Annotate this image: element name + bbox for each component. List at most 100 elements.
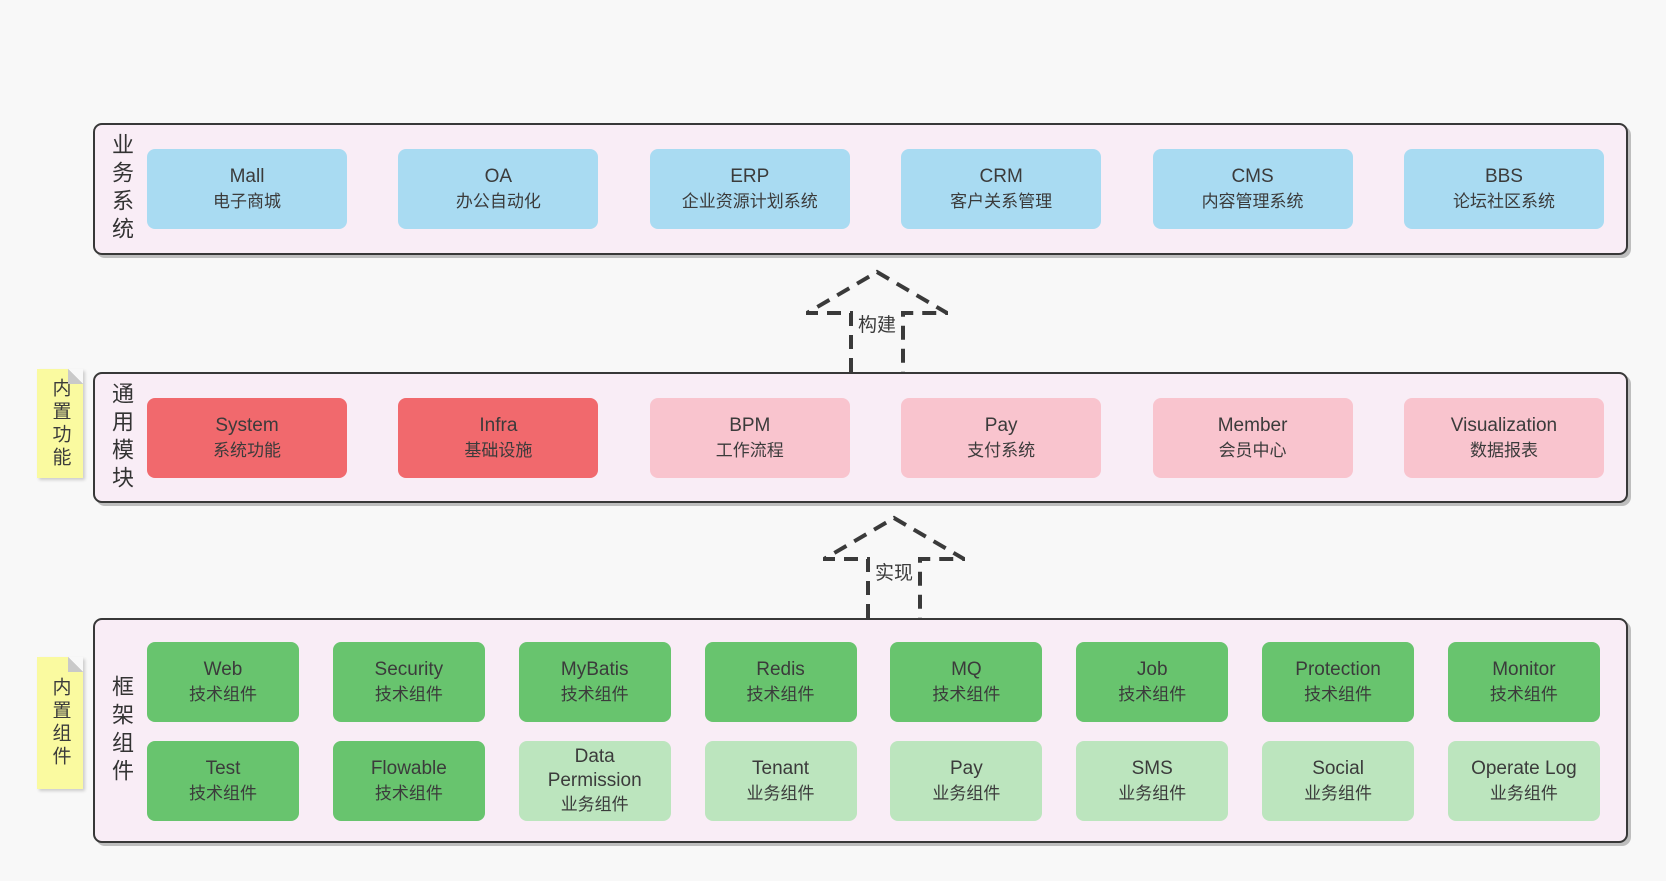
box-mq: MQ 技术组件 bbox=[890, 642, 1043, 722]
box-subtitle: 系统功能 bbox=[213, 440, 281, 460]
up-arrow-dashed-icon bbox=[823, 515, 965, 618]
box-subtitle: 数据报表 bbox=[1469, 440, 1538, 460]
box-title: CRM bbox=[979, 166, 1023, 187]
sticky-note-builtin-components: 内置组件 bbox=[37, 657, 83, 789]
box-subtitle: 论坛社区系统 bbox=[1452, 192, 1555, 211]
box-title: Pay bbox=[984, 414, 1018, 436]
box-pay-module: Pay 支付系统 bbox=[901, 397, 1102, 478]
box-subtitle: 技术组件 bbox=[746, 685, 815, 704]
box-title: MyBatis bbox=[560, 659, 629, 680]
box-title: Pay bbox=[950, 758, 983, 779]
up-arrow-dashed-icon bbox=[806, 269, 948, 372]
sticky-note-builtin-features: 内置功能 bbox=[37, 369, 83, 478]
box-subtitle: 技术组件 bbox=[189, 784, 257, 803]
box-title: Data Permission bbox=[547, 746, 642, 791]
box-subtitle: 客户关系管理 bbox=[950, 192, 1053, 211]
box-title: Web bbox=[203, 659, 243, 680]
box-subtitle: 业务组件 bbox=[1118, 784, 1187, 803]
box-sms: SMS 业务组件 bbox=[1076, 741, 1229, 821]
box-subtitle: 技术组件 bbox=[374, 784, 443, 803]
box-title: ERP bbox=[730, 166, 770, 187]
box-subtitle: 支付系统 bbox=[967, 440, 1036, 460]
box-title: Infra bbox=[479, 414, 518, 436]
box-erp: ERP 企业资源计划系统 bbox=[649, 149, 850, 229]
box-title: Tenant bbox=[752, 758, 810, 779]
box-subtitle: 业务组件 bbox=[1304, 784, 1373, 803]
box-title: Mall bbox=[229, 166, 265, 187]
arrow-build-label: 构建 bbox=[854, 310, 900, 337]
box-crm: CRM 客户关系管理 bbox=[901, 149, 1102, 229]
box-subtitle: 电子商城 bbox=[213, 192, 281, 211]
box-mall: Mall 电子商城 bbox=[147, 149, 347, 229]
arrow-implement: 实现 bbox=[823, 503, 965, 618]
arrow-implement-label: 实现 bbox=[871, 558, 917, 585]
component-boxes-grid: Web 技术组件 Security 技术组件 MyBatis 技术组件 Redi… bbox=[147, 642, 1600, 821]
box-subtitle: 会员中心 bbox=[1218, 440, 1287, 460]
box-member: Member 会员中心 bbox=[1152, 397, 1353, 478]
box-subtitle: 技术组件 bbox=[1118, 685, 1187, 704]
box-subtitle: 业务组件 bbox=[932, 784, 1001, 803]
box-infra: Infra 基础设施 bbox=[398, 397, 599, 478]
box-title: OA bbox=[484, 166, 513, 187]
box-subtitle: 技术组件 bbox=[189, 685, 257, 704]
arrow-build: 构建 bbox=[806, 255, 948, 372]
box-subtitle: 业务组件 bbox=[560, 795, 629, 814]
box-subtitle: 业务组件 bbox=[746, 784, 815, 803]
band-framework-components: 框架组件 Web 技术组件 Security 技术组件 MyBatis 技术组件… bbox=[93, 618, 1628, 843]
component-row-1: Web 技术组件 Security 技术组件 MyBatis 技术组件 Redi… bbox=[147, 642, 1600, 722]
band-common-modules: 通用模块 System 系统功能 Infra 基础设施 BPM 工作流程 Pay… bbox=[93, 372, 1628, 503]
box-subtitle: 技术组件 bbox=[560, 685, 629, 704]
box-title: Monitor bbox=[1492, 659, 1556, 680]
box-title: Security bbox=[374, 659, 444, 680]
box-subtitle: 基础设施 bbox=[464, 440, 533, 460]
box-title: Visualization bbox=[1450, 414, 1558, 436]
box-subtitle: 技术组件 bbox=[374, 685, 443, 704]
box-title: Member bbox=[1217, 414, 1288, 436]
box-web: Web 技术组件 bbox=[147, 642, 299, 722]
box-title: Operate Log bbox=[1471, 758, 1577, 779]
box-bbs: BBS 论坛社区系统 bbox=[1403, 149, 1604, 229]
box-flowable: Flowable 技术组件 bbox=[332, 741, 485, 821]
box-visualization: Visualization 数据报表 bbox=[1403, 397, 1604, 478]
box-cms: CMS 内容管理系统 bbox=[1152, 149, 1353, 229]
box-subtitle: 办公自动化 bbox=[455, 192, 541, 211]
box-title: Protection bbox=[1295, 659, 1381, 680]
box-monitor: Monitor 技术组件 bbox=[1447, 642, 1600, 722]
module-boxes-row: System 系统功能 Infra 基础设施 BPM 工作流程 Pay 支付系统… bbox=[147, 374, 1604, 501]
band-business-label: 业务系统 bbox=[109, 133, 134, 245]
box-title: Job bbox=[1136, 659, 1168, 680]
box-title: CMS bbox=[1231, 166, 1274, 187]
box-subtitle: 技术组件 bbox=[932, 685, 1001, 704]
box-redis: Redis 技术组件 bbox=[704, 642, 857, 722]
box-title: SMS bbox=[1131, 758, 1173, 779]
band-business-systems: 业务系统 Mall 电子商城 OA 办公自动化 ERP 企业资源计划系统 CRM… bbox=[93, 123, 1628, 255]
box-title: BBS bbox=[1484, 166, 1523, 187]
box-data-permission: Data Permission 业务组件 bbox=[518, 741, 671, 821]
box-subtitle: 技术组件 bbox=[1489, 685, 1558, 704]
box-title: Test bbox=[205, 758, 241, 779]
box-title: Redis bbox=[756, 659, 805, 680]
box-mybatis: MyBatis 技术组件 bbox=[518, 642, 671, 722]
box-protection: Protection 技术组件 bbox=[1262, 642, 1415, 722]
box-oa: OA 办公自动化 bbox=[398, 149, 599, 229]
box-title: BPM bbox=[729, 414, 771, 436]
box-title: System bbox=[215, 414, 279, 436]
box-security: Security 技术组件 bbox=[332, 642, 485, 722]
component-row-2: Test 技术组件 Flowable 技术组件 Data Permission … bbox=[147, 741, 1600, 821]
box-title: Social bbox=[1312, 758, 1364, 779]
box-subtitle: 内容管理系统 bbox=[1201, 192, 1304, 211]
box-social: Social 业务组件 bbox=[1262, 741, 1415, 821]
box-subtitle: 业务组件 bbox=[1489, 784, 1558, 803]
box-subtitle: 工作流程 bbox=[715, 440, 784, 460]
business-boxes-row: Mall 电子商城 OA 办公自动化 ERP 企业资源计划系统 CRM 客户关系… bbox=[147, 125, 1604, 253]
box-title: MQ bbox=[951, 659, 982, 680]
box-title: Flowable bbox=[370, 758, 447, 779]
box-job: Job 技术组件 bbox=[1076, 642, 1229, 722]
box-operate-log: Operate Log 业务组件 bbox=[1447, 741, 1600, 821]
box-system: System 系统功能 bbox=[147, 397, 347, 478]
band-modules-label: 通用模块 bbox=[109, 381, 134, 494]
box-tenant: Tenant 业务组件 bbox=[704, 741, 857, 821]
box-subtitle: 技术组件 bbox=[1304, 685, 1373, 704]
box-pay-component: Pay 业务组件 bbox=[890, 741, 1043, 821]
